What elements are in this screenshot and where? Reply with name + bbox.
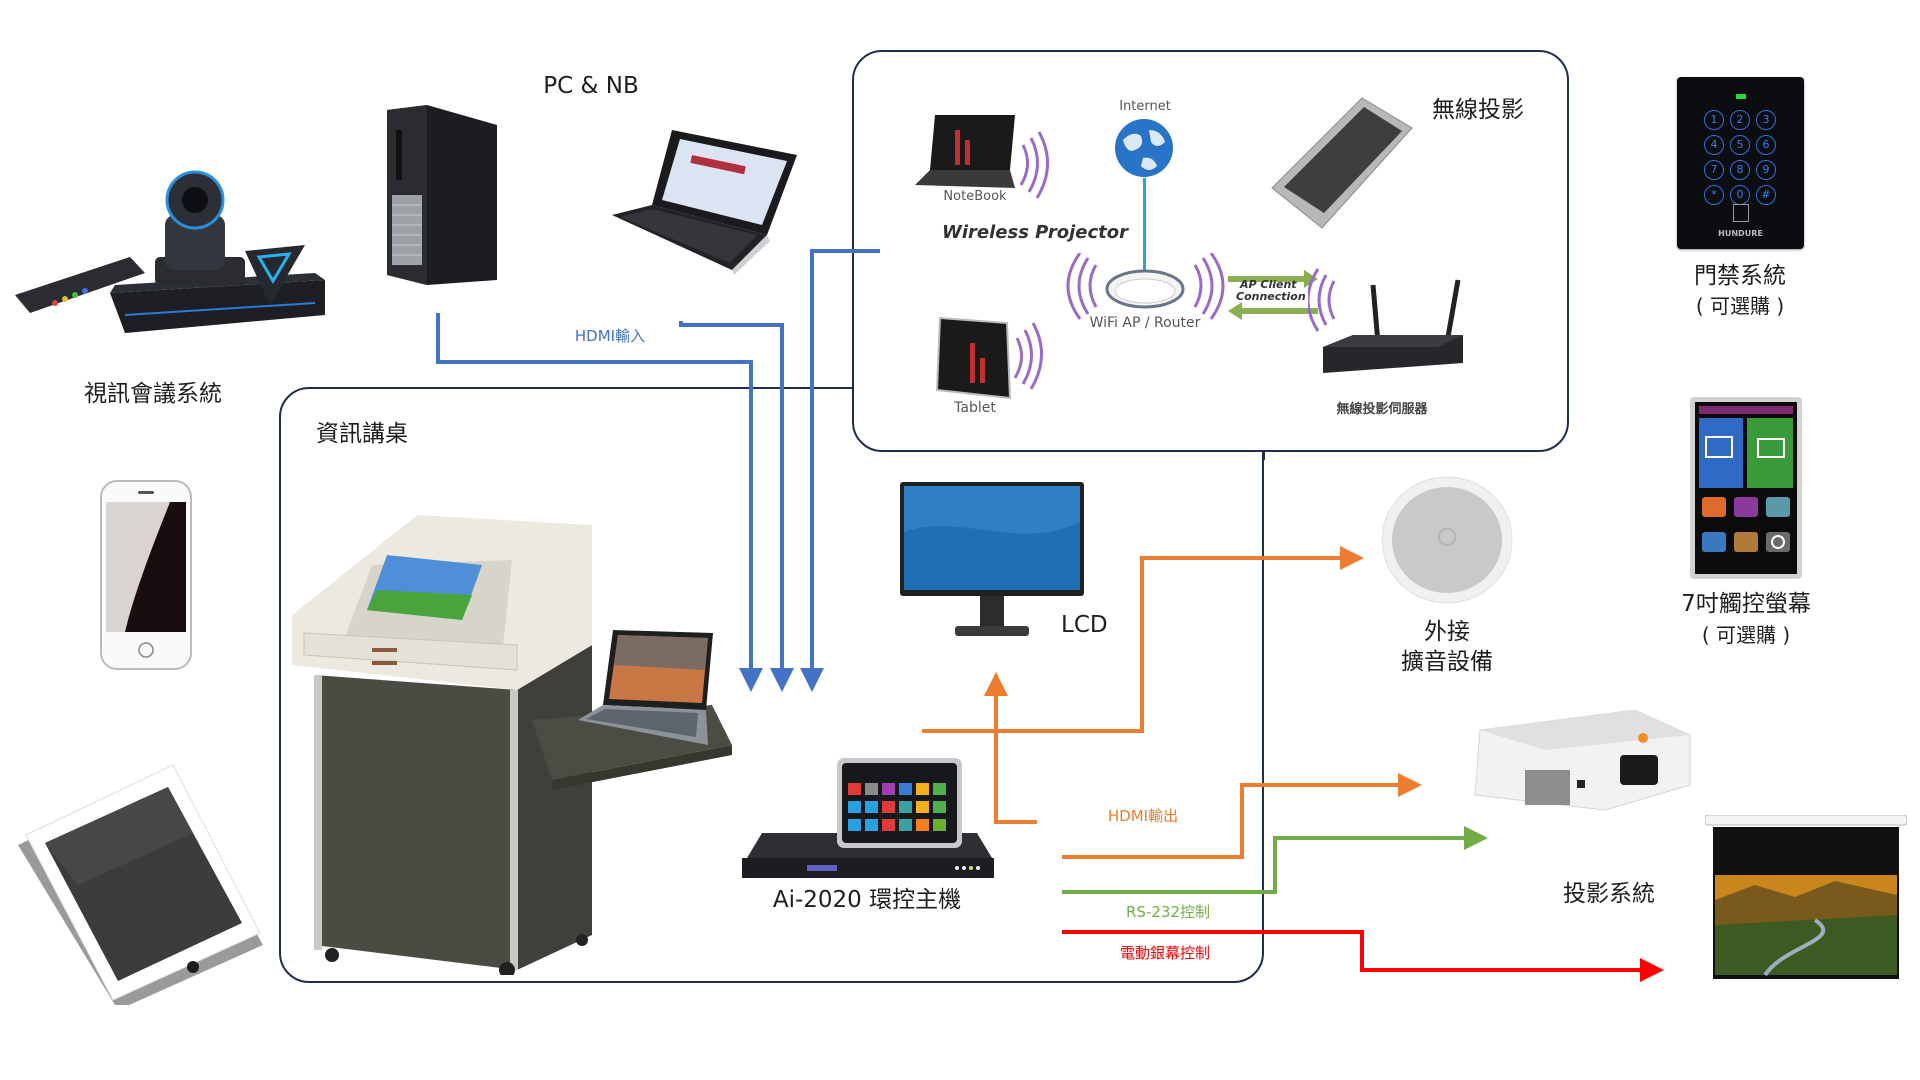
keypad-key: 9 (1756, 160, 1776, 180)
keypad-key: 8 (1730, 160, 1750, 180)
card-reader-icon (1733, 204, 1749, 222)
ap-client-label-line1: AP Client (1240, 278, 1297, 291)
internet-link-line (1143, 178, 1146, 273)
wireless-tablet-image (935, 308, 1060, 403)
touch-panel-label-line2: ( 可選購 ) (1701, 623, 1791, 647)
podium-image (292, 515, 732, 978)
info-desk-label: 資訊講桌 (316, 421, 408, 447)
keypad-key: 3 (1756, 110, 1776, 130)
smartphone-image (100, 480, 192, 670)
keypad-key: 2 (1730, 110, 1750, 130)
projection-screen-image (1704, 814, 1908, 983)
door-access-label-line1: 門禁系統 (1694, 263, 1786, 289)
pc-nb-label: PC & NB (543, 73, 639, 99)
ap-client-arrows (1228, 270, 1318, 320)
notebook-label: NoteBook (943, 189, 1007, 204)
ai-2020-controller-label: Ai-2020 環控主機 (772, 887, 962, 913)
keypad-key: 5 (1730, 135, 1750, 155)
keypad-key: 6 (1756, 135, 1776, 155)
wifi-router-image (1058, 252, 1233, 321)
keypad-key: * (1704, 185, 1724, 205)
keypad-key: # (1756, 185, 1776, 205)
status-led-icon (1736, 94, 1746, 99)
wireless-projection-label: 無線投影 (1432, 97, 1524, 123)
ap-client-label-line2: Connection (1236, 290, 1306, 303)
wireless-server-image (1306, 265, 1468, 380)
ai-2020-controller-image (742, 758, 994, 880)
door-access-brand: HUNDURE (1718, 229, 1763, 238)
speaker-label-line1: 外接 (1424, 619, 1470, 645)
keypad-key: 7 (1704, 160, 1724, 180)
hdmi-out-label: HDMI輸出 (1107, 807, 1179, 825)
tablet-label: Tablet (954, 400, 996, 416)
wireless-smartphone-image (1262, 93, 1414, 231)
wireless-notebook-image (915, 110, 1055, 205)
video-conference-label: 視訊會議系統 (84, 381, 222, 407)
internet-globe-icon (1113, 118, 1175, 178)
wireless-server-label: 無線投影伺服器 (1336, 402, 1428, 417)
projector-image (1465, 709, 1693, 822)
video-conference-image (15, 165, 325, 345)
ceiling-speaker-image (1380, 475, 1515, 605)
keypad-key: 4 (1704, 135, 1724, 155)
keypad-key: 0 (1730, 185, 1750, 205)
projection-system-label: 投影系統 (1563, 881, 1655, 907)
tablet-image (18, 755, 263, 1010)
wifi-router-label: WiFi AP / Router (1089, 315, 1201, 331)
notebook-pc-image (612, 125, 802, 275)
rs232-label: RS-232控制 (1126, 903, 1210, 921)
lcd-monitor-image (900, 482, 1084, 638)
touch-panel-label-line1: 7吋觸控螢幕 (1681, 591, 1811, 617)
lcd-label: LCD (1061, 612, 1108, 638)
internet-label: Internet (1119, 99, 1171, 114)
keypad-key: 1 (1704, 110, 1724, 130)
door-access-label-line2: ( 可選購 ) (1695, 294, 1785, 318)
touch-panel-image (1690, 397, 1802, 579)
desktop-pc-image (382, 105, 502, 285)
screen-control-label: 電動銀幕控制 (1119, 944, 1211, 962)
desk-laptop-image (578, 625, 728, 750)
speaker-label-line2: 擴音設備 (1401, 649, 1493, 675)
hdmi-in-label: HDMI輸入 (574, 327, 646, 345)
wireless-projector-heading: Wireless Projector (942, 222, 1128, 243)
